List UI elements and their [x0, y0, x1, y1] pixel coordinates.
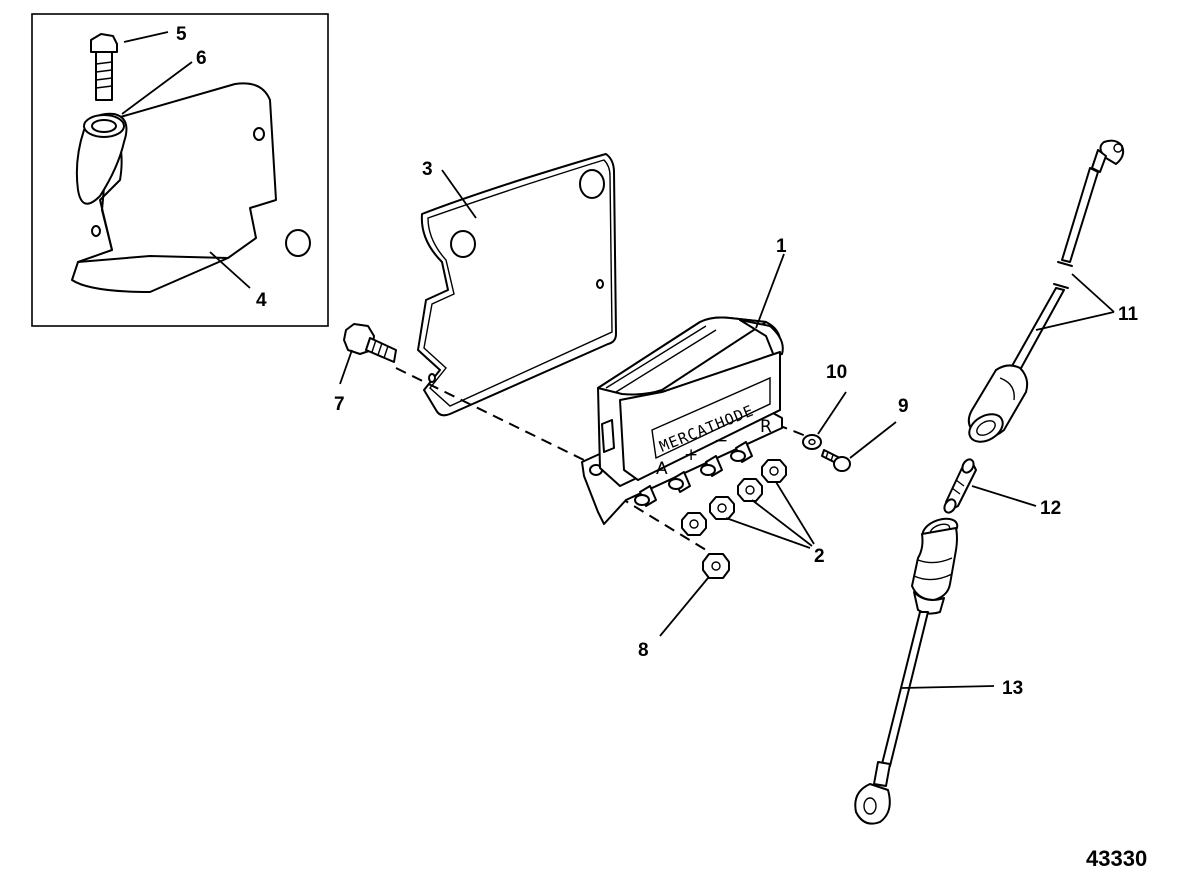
bolt-7 — [343, 323, 397, 363]
bolt-inset — [90, 33, 118, 101]
hex-nuts — [681, 459, 787, 536]
leader-3 — [441, 169, 477, 219]
callout-10: 10 — [826, 362, 847, 383]
callout-2: 2 — [814, 546, 825, 567]
figure-number: 43330 — [1086, 846, 1147, 871]
callout-5: 5 — [176, 24, 187, 45]
leader-1 — [755, 253, 785, 329]
leaders-11 — [1035, 273, 1115, 331]
leader-10 — [817, 391, 847, 435]
callout-13: 13 — [1002, 678, 1023, 699]
mercathode-controller: MERCATHODE A + − R — [581, 316, 784, 525]
fuse-holder-13 — [854, 517, 959, 825]
callout-11: 11 — [1118, 304, 1139, 325]
gasket-plate — [285, 153, 617, 417]
screw-9 — [821, 449, 851, 472]
fuse-12 — [943, 458, 977, 514]
hex-nut-8 — [702, 553, 730, 579]
terminal-plus-label: + — [684, 445, 698, 465]
terminal-a-label: A — [656, 459, 668, 479]
terminal-minus-label: − — [714, 431, 728, 451]
leader-7 — [339, 349, 353, 385]
terminal-studs — [634, 441, 753, 507]
lock-washer-10 — [802, 434, 822, 450]
leader-12 — [971, 485, 1037, 507]
callout-7: 7 — [334, 394, 345, 415]
leader-8 — [659, 577, 709, 637]
leader-9 — [849, 421, 897, 459]
leaders-2 — [725, 481, 815, 549]
callout-3: 3 — [422, 159, 433, 180]
plate-holes — [428, 230, 604, 383]
callout-8: 8 — [638, 640, 649, 661]
callout-1: 1 — [776, 236, 787, 257]
wire-harness-11 — [967, 139, 1125, 443]
callout-6: 6 — [196, 48, 207, 69]
callout-9: 9 — [898, 396, 909, 417]
inset-detail: 5 6 4 — [31, 13, 329, 327]
leader-6 — [121, 61, 193, 115]
leader-4 — [209, 251, 251, 289]
terminal-r-label: R — [760, 417, 772, 437]
leader-13 — [901, 685, 995, 689]
callout-4: 4 — [256, 290, 267, 311]
callout-12: 12 — [1040, 498, 1061, 519]
leader-5 — [123, 31, 169, 43]
